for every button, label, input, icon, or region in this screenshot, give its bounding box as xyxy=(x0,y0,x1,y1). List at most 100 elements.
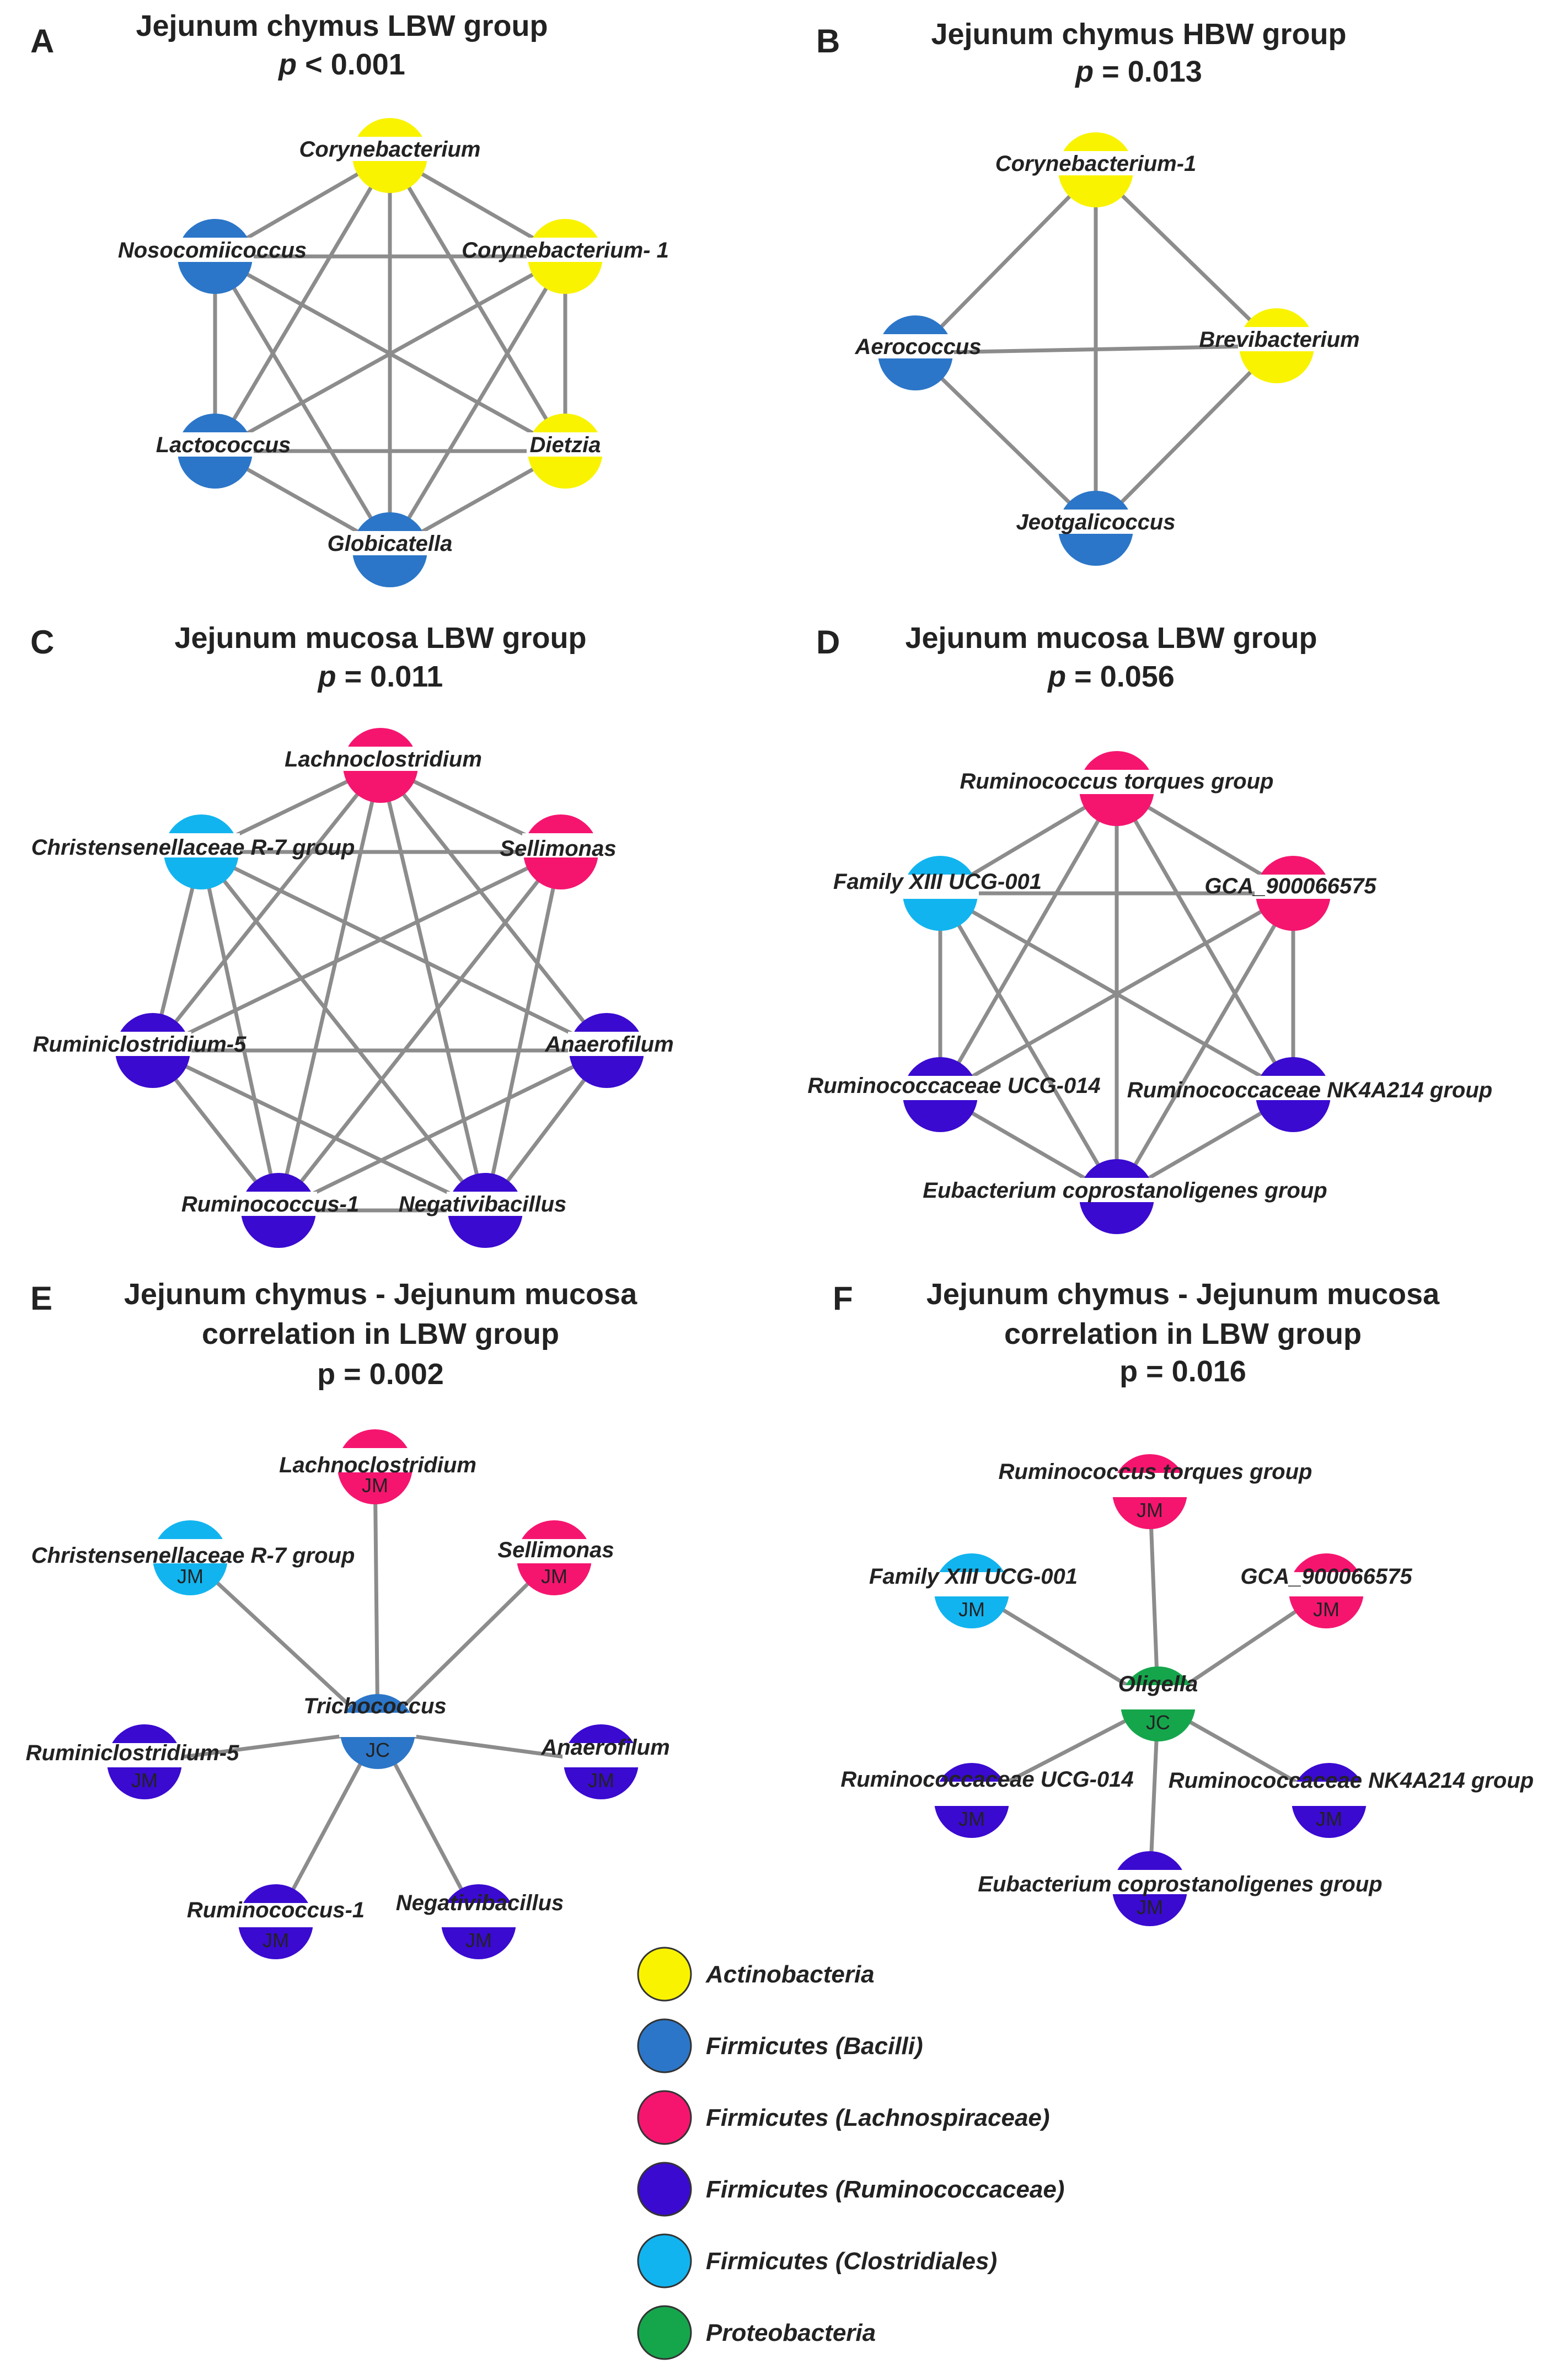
panel-title: Jejunum chymus - Jejunum mucosa xyxy=(926,1278,1440,1311)
node-label-band xyxy=(152,1539,229,1563)
node-label: Negativibacillus xyxy=(399,1192,567,1216)
node-label-band xyxy=(114,1032,191,1056)
node-label-band xyxy=(106,1743,183,1767)
legend-label: Firmicutes (Bacilli) xyxy=(706,2033,923,2060)
node-tag: JM xyxy=(1137,1896,1163,1918)
node-label-band xyxy=(351,531,428,555)
legend-label: Firmicutes (Ruminococcaceae) xyxy=(706,2176,1064,2203)
node-e-ruminococcus-1: JM xyxy=(237,1884,314,1959)
node-label-band xyxy=(339,1713,416,1737)
node-f-gca-900066575: JM xyxy=(1288,1553,1365,1628)
node-e-christensenellaceae-r-7-group: JM xyxy=(152,1520,229,1595)
node-label-band xyxy=(902,1076,979,1100)
node-f-ruminococcaceae-nk4a214-group: JM xyxy=(1290,1763,1368,1838)
legend-item-bacilli: Firmicutes (Bacilli) xyxy=(637,2018,923,2073)
node-label: Christensenellaceae R-7 group xyxy=(31,835,355,860)
node-tag: JM xyxy=(362,1474,388,1497)
node-label: Ruminococcaceae NK4A214 group xyxy=(1169,1768,1534,1793)
edge xyxy=(379,764,608,1052)
node-label-band xyxy=(440,1903,517,1927)
edge xyxy=(200,850,487,1212)
node-label: Family XIII UCG-001 xyxy=(833,870,1042,894)
node-label-band xyxy=(336,1448,414,1472)
edge xyxy=(939,891,1294,1097)
node-label-band xyxy=(1057,151,1134,175)
node-b-brevibacterium xyxy=(1238,308,1315,383)
node-tag: JM xyxy=(1137,1499,1163,1521)
edge xyxy=(388,255,567,551)
node-label: Globicatella xyxy=(328,532,453,556)
edge xyxy=(1094,168,1278,347)
node-a-corynebacterium-1 xyxy=(527,219,604,294)
node-f-ruminococcus-torques-group: JM xyxy=(1111,1454,1188,1529)
panel-title: correlation in LBW group xyxy=(1004,1317,1362,1350)
node-label-band xyxy=(877,334,954,358)
node-label-band xyxy=(351,137,428,161)
node-tag: JC xyxy=(1146,1711,1170,1734)
node-label: GCA_900066575 xyxy=(1240,1564,1412,1589)
panel-p-value: p = 0.016 xyxy=(1119,1355,1246,1388)
edge xyxy=(199,851,281,1211)
node-label-band xyxy=(342,747,419,771)
node-label: Sellimonas xyxy=(500,837,616,861)
node-label: Christensenellaceae R-7 group xyxy=(31,1543,355,1568)
node-tag: JM xyxy=(541,1565,567,1588)
legend-item-lachnospiraceae: Firmicutes (Lachnospiraceae) xyxy=(637,2090,1050,2145)
node-c-ruminiclostridium-5 xyxy=(114,1013,191,1088)
node-label-band xyxy=(902,875,979,899)
legend-label: Proteobacteria xyxy=(706,2319,876,2346)
edge xyxy=(373,1466,380,1732)
legend-item-proteobacteria: Proteobacteria xyxy=(637,2305,876,2360)
node-tag: JM xyxy=(177,1565,203,1588)
node-label-band xyxy=(1255,875,1332,899)
edge xyxy=(151,764,382,1052)
node-label: Ruminiclostridium-5 xyxy=(33,1032,247,1057)
node-a-lactococcus xyxy=(176,414,254,489)
legend-label: Firmicutes (Clostridiales) xyxy=(706,2248,997,2275)
node-e-negativibacillus: JM xyxy=(440,1884,517,1959)
node-tag: JM xyxy=(958,1808,985,1830)
node-tag: JM xyxy=(1313,1598,1340,1621)
panel-title: Jejunum chymus - Jejunum mucosa xyxy=(124,1278,637,1311)
node-label: Ruminococcus-1 xyxy=(187,1898,365,1922)
node-e-anaerofilum: JM xyxy=(562,1724,640,1799)
node-label-band xyxy=(163,833,240,857)
node-label: Jeotgalicoccus xyxy=(1016,510,1175,534)
node-label: Ruminococcus-1 xyxy=(181,1192,359,1216)
panel-title: correlation in LBW group xyxy=(202,1317,559,1350)
legend-item-actinobacteria: Actinobacteria xyxy=(637,1947,875,2002)
node-label-band xyxy=(568,1032,645,1056)
node-label-band xyxy=(1119,1685,1197,1709)
node-d-ruminococcus-torques-group xyxy=(1078,751,1155,826)
panel-p-value: p = 0.011 xyxy=(317,660,443,693)
edge xyxy=(144,1729,378,1764)
node-label-band xyxy=(562,1743,640,1767)
node-c-anaerofilum xyxy=(568,1013,645,1088)
edge xyxy=(276,765,383,1211)
node-b-aerococcus xyxy=(877,315,954,390)
node-label: Corynebacterium-1 xyxy=(995,152,1197,176)
panel-title: Jejunum mucosa LBW group xyxy=(905,621,1317,655)
node-label: Dietzia xyxy=(530,433,601,457)
node-label: GCA_900066575 xyxy=(1204,874,1376,898)
node-label-band xyxy=(447,1192,524,1216)
node-label-band xyxy=(1238,327,1315,351)
edge xyxy=(277,1048,608,1213)
edge xyxy=(938,787,1119,1096)
panel-letter: C xyxy=(30,624,54,661)
node-c-sellimonas xyxy=(522,814,599,889)
node-label: Lachnoclostridium xyxy=(279,1453,476,1477)
node-label: Brevibacterium xyxy=(1199,328,1359,352)
node-label: Ruminococcus torques group xyxy=(960,769,1274,794)
node-label: Trichococcus xyxy=(303,1694,446,1718)
node-label-band xyxy=(1111,1473,1188,1497)
node-a-dietzia xyxy=(527,414,604,489)
edge xyxy=(214,254,566,453)
panel-letter: E xyxy=(30,1280,52,1317)
legend-swatch xyxy=(637,1947,692,2002)
node-label-band xyxy=(240,1192,317,1216)
edge xyxy=(213,154,392,452)
